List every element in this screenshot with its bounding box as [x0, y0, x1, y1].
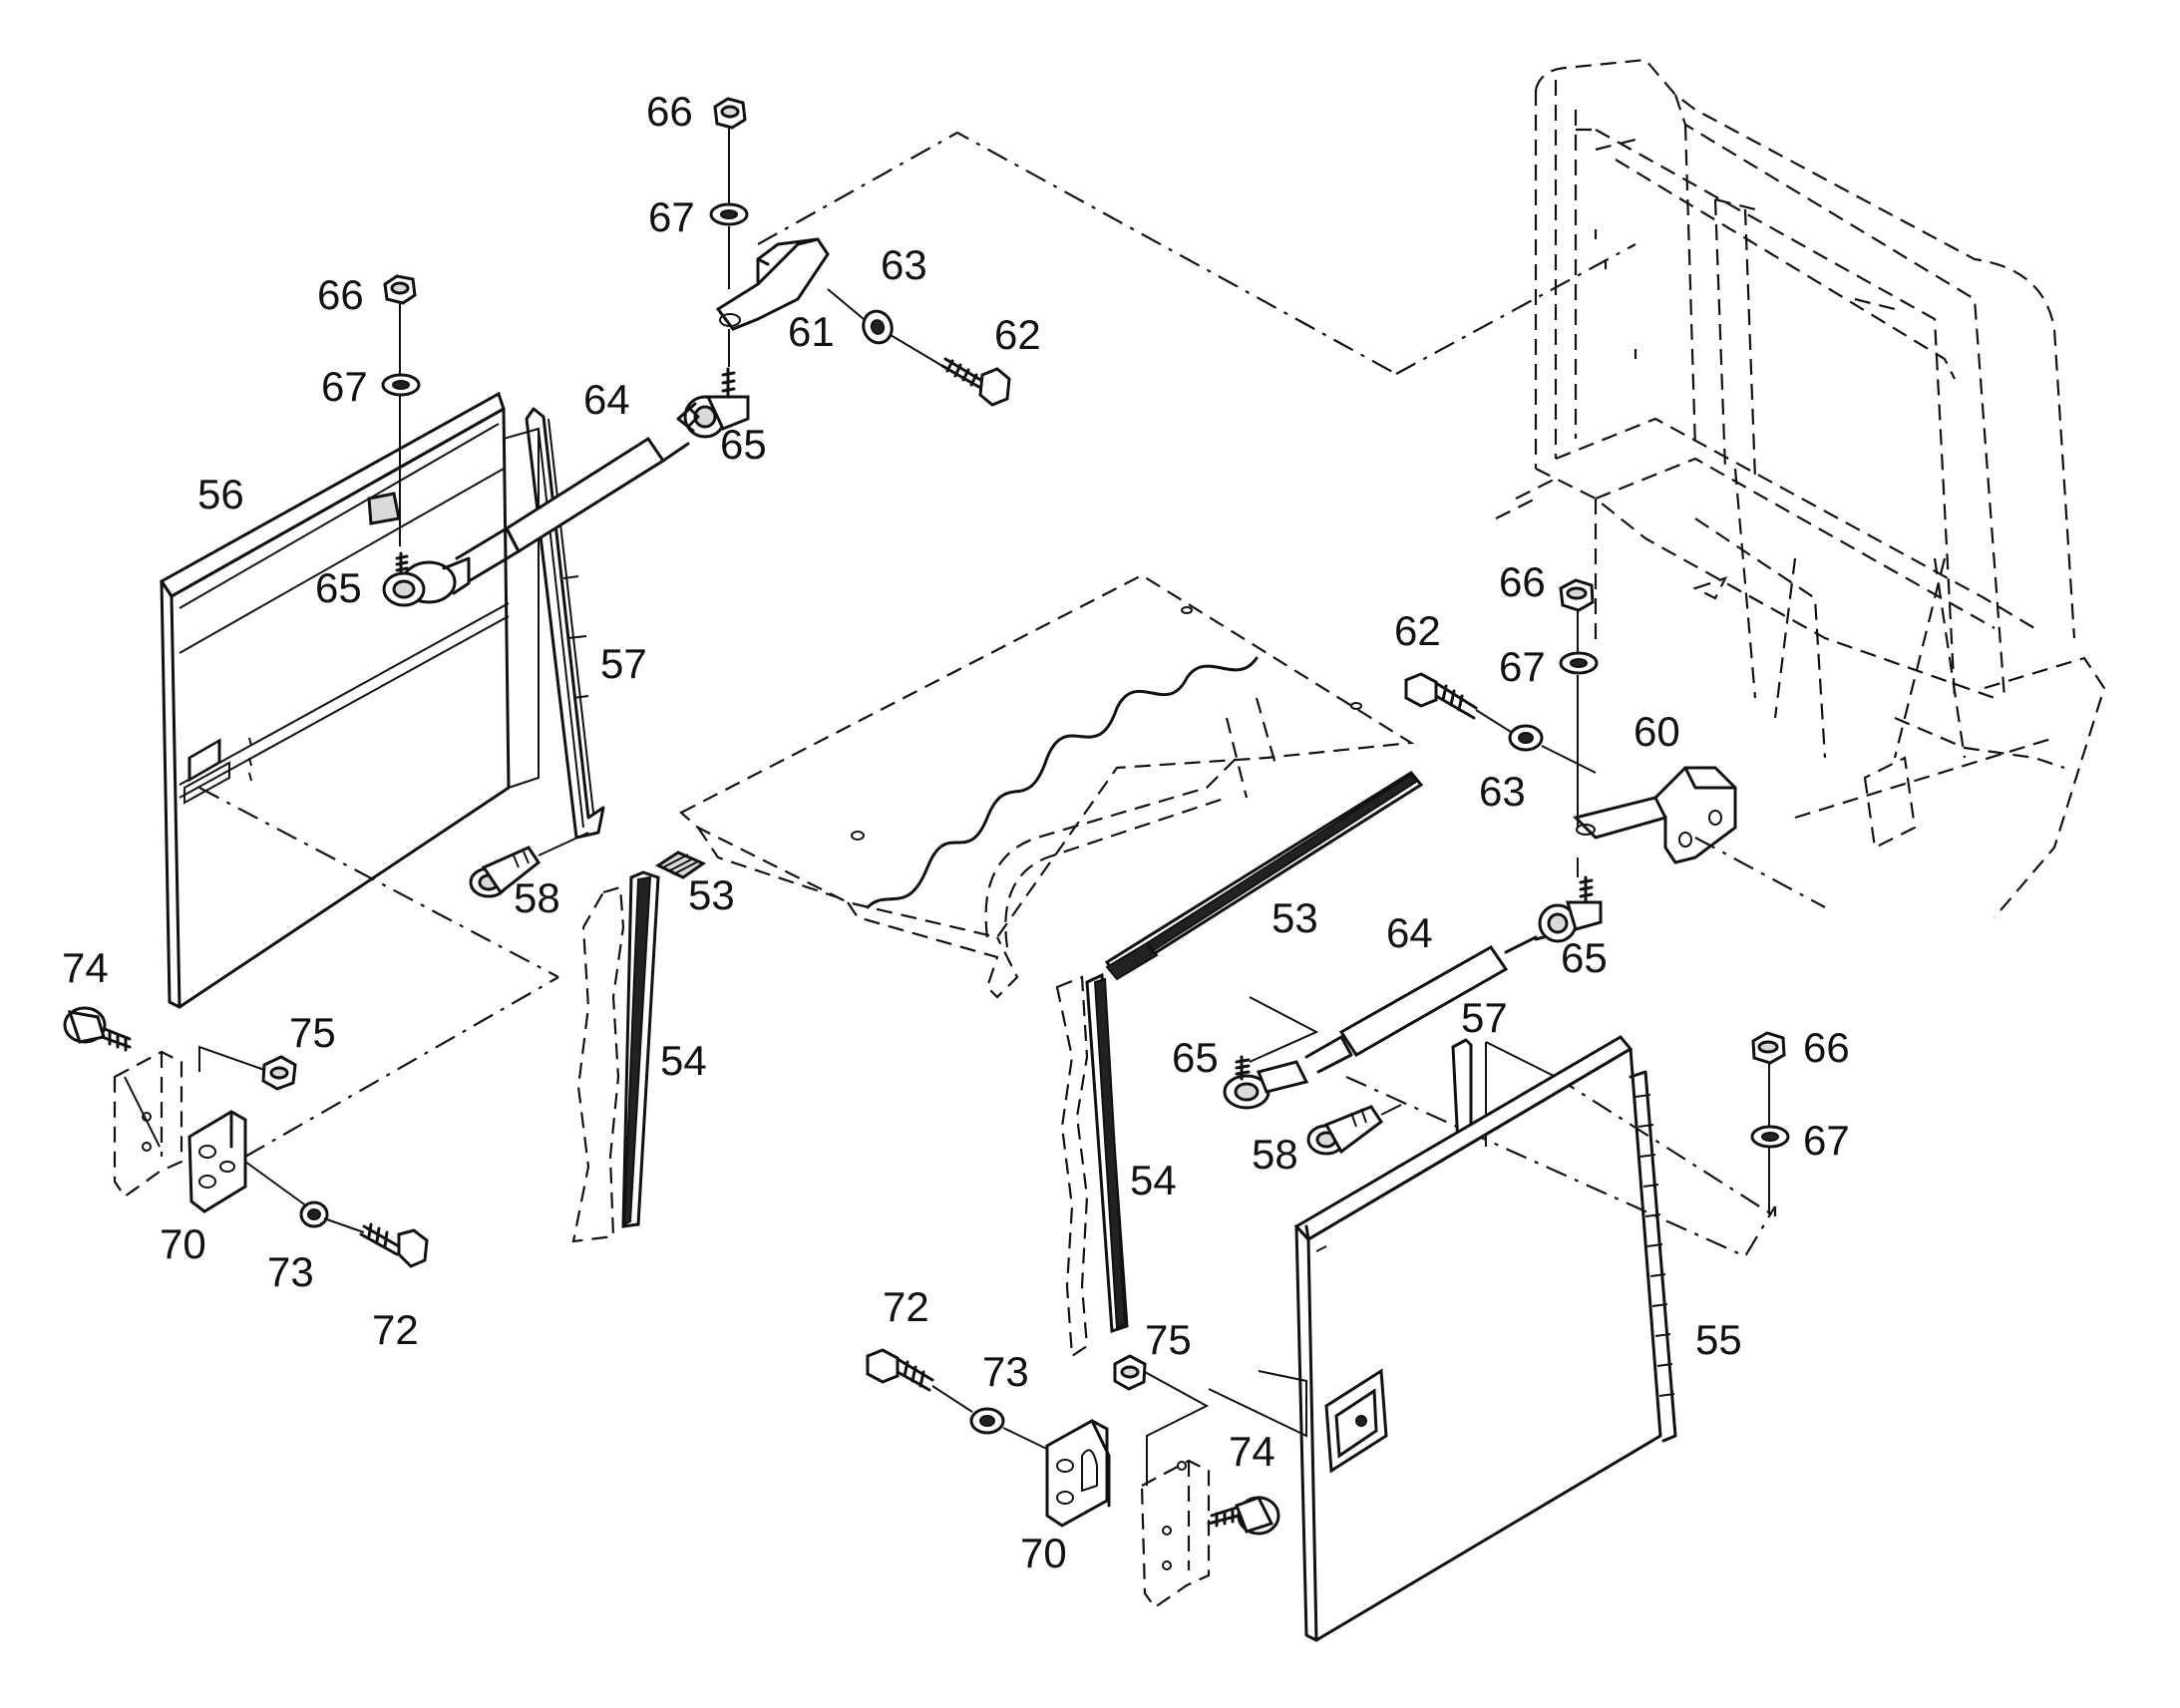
callout-72: 72 — [883, 1283, 929, 1330]
callout-60: 60 — [1634, 708, 1680, 755]
callout-62: 62 — [994, 311, 1041, 358]
left-door-seal-54 — [571, 870, 660, 1243]
right-washer-73 — [969, 1407, 1005, 1435]
callout-53: 53 — [688, 871, 735, 918]
callout-75: 75 — [1145, 1316, 1192, 1363]
left-latch-knob-74 — [63, 1006, 132, 1052]
callout-64: 64 — [1386, 909, 1433, 956]
callout-54: 54 — [660, 1037, 707, 1084]
top-bolt-62 — [940, 357, 1011, 407]
right-strut-leader — [1249, 996, 1319, 1063]
callout-65: 65 — [315, 564, 362, 611]
right-latch-bracket-70 — [1045, 1419, 1111, 1528]
right-bolt-58-leader — [1380, 1104, 1402, 1116]
callout-66: 66 — [317, 271, 364, 318]
callout-67: 67 — [648, 193, 695, 240]
callout-65: 65 — [1172, 1034, 1219, 1081]
callout-70: 70 — [160, 1220, 206, 1267]
left-latch-leader-a — [198, 1045, 265, 1072]
callout-53: 53 — [1272, 894, 1318, 941]
left-bolt-58 — [469, 846, 542, 898]
callout-67: 67 — [1803, 1117, 1850, 1164]
right-latch-leader-top — [1208, 1370, 1307, 1438]
right-door-alignment-line-b — [1555, 1076, 1776, 1217]
left-latch-alignment-line — [198, 787, 559, 1158]
callout-67: 67 — [1499, 643, 1546, 690]
callout-63: 63 — [1479, 768, 1526, 815]
callout-57: 57 — [600, 640, 647, 687]
right-nut-66 — [1559, 578, 1595, 612]
callout-72: 72 — [372, 1306, 419, 1353]
right-door-nut-66 — [1751, 1031, 1786, 1065]
left-rod-end-65b — [382, 551, 426, 607]
left-door-panel-56 — [159, 391, 540, 1009]
callout-66: 66 — [646, 88, 693, 135]
hinge-bracket-60 — [1573, 766, 1737, 864]
upper-rod-end-65a — [676, 367, 750, 439]
callout-66: 66 — [1803, 1024, 1850, 1071]
top-nut-66 — [713, 97, 747, 130]
bolt-62-leader — [827, 288, 943, 367]
right-rod-end-65c — [1538, 875, 1603, 943]
top-washer-67 — [709, 202, 749, 226]
left-bolt-58-leader — [538, 832, 589, 856]
left-striker-plate — [113, 1050, 183, 1198]
callout-74: 74 — [62, 944, 109, 991]
right-seal-strip-53 — [1104, 771, 1424, 981]
left-seal-strip-53 — [654, 851, 707, 879]
callout-57: 57 — [1461, 994, 1508, 1041]
cab-floor-plate — [679, 573, 1415, 999]
callout-65: 65 — [1561, 934, 1608, 981]
callout-66: 66 — [1499, 558, 1546, 605]
left-washer-73 — [299, 1200, 329, 1228]
top-washer-63 — [862, 309, 894, 345]
right-door-washer-67 — [1750, 1125, 1790, 1149]
right-door-seal-54 — [1055, 972, 1129, 1358]
left-nut-66 — [383, 274, 417, 305]
callout-56: 56 — [197, 471, 244, 517]
callout-75: 75 — [289, 1009, 336, 1056]
callout-55: 55 — [1695, 1316, 1742, 1363]
callout-labels: 66 67 63 61 62 66 67 64 65 56 65 57 58 5… — [62, 88, 1850, 1576]
callout-58: 58 — [514, 874, 560, 921]
right-rod-end-65d — [1223, 1055, 1309, 1110]
callout-73: 73 — [267, 1248, 314, 1295]
right-bolt-72 — [866, 1348, 934, 1392]
right-washer-63 — [1508, 724, 1544, 752]
right-gas-strut-64 — [1304, 935, 1546, 1074]
left-nut-75 — [261, 1055, 297, 1091]
callout-73: 73 — [982, 1348, 1029, 1395]
left-bolt-72 — [359, 1222, 429, 1268]
right-latch-knob-74 — [1207, 1496, 1280, 1536]
left-washer-67 — [381, 373, 421, 397]
callout-64: 64 — [583, 376, 630, 423]
right-bolt-leader — [1475, 709, 1597, 774]
left-latch-leader-b — [124, 1076, 365, 1233]
right-washer-67 — [1559, 651, 1599, 675]
top-alignment-line — [757, 131, 1636, 375]
callout-65: 65 — [720, 421, 767, 468]
right-latch-leader-b — [1144, 1371, 1210, 1486]
callout-61: 61 — [788, 308, 835, 355]
callout-74: 74 — [1229, 1428, 1275, 1475]
callout-58: 58 — [1252, 1131, 1298, 1178]
right-bolt-62 — [1404, 672, 1478, 720]
right-door-panel-55 — [1293, 1035, 1677, 1642]
left-latch-bracket-70 — [187, 1110, 247, 1213]
right-bolt-58 — [1306, 1105, 1384, 1156]
bracket-60-alignment-line — [1694, 837, 1826, 908]
callout-54: 54 — [1130, 1157, 1177, 1203]
callout-62: 62 — [1394, 607, 1441, 654]
callout-67: 67 — [321, 363, 368, 410]
callout-70: 70 — [1020, 1530, 1067, 1576]
right-nut-75 — [1113, 1354, 1147, 1391]
callout-63: 63 — [881, 241, 927, 288]
cab-outline — [1495, 58, 2106, 918]
hinge-bracket-61 — [715, 237, 830, 331]
right-striker-plate — [1140, 1459, 1211, 1609]
